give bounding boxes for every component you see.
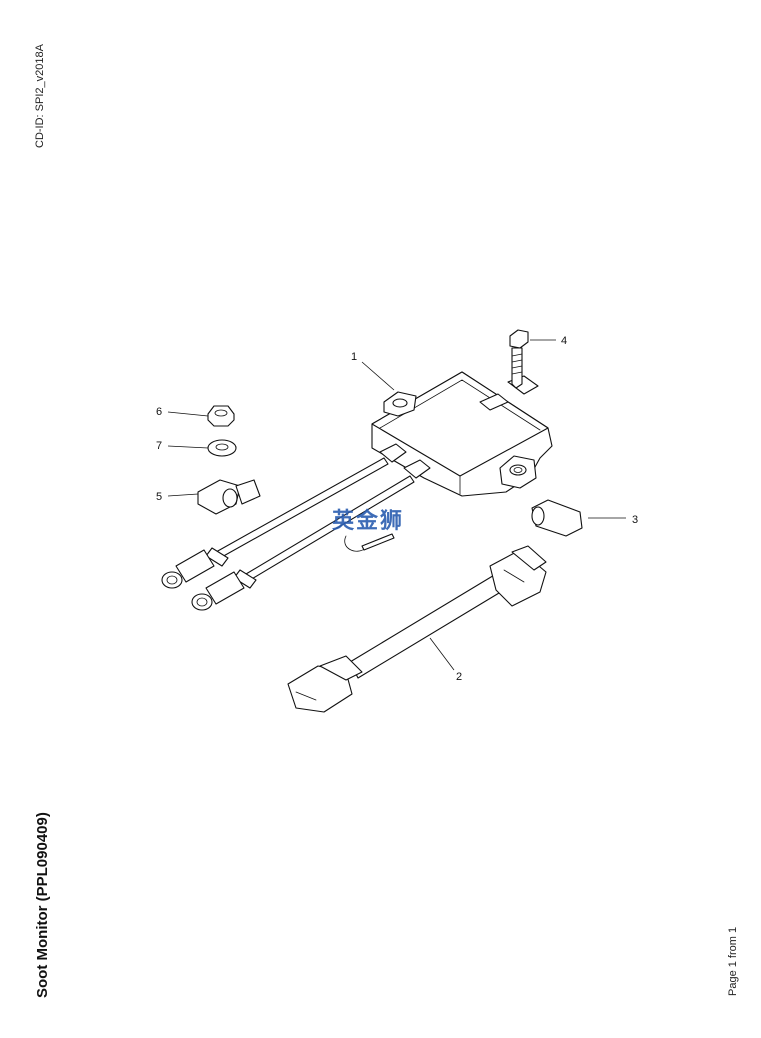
part-6-nut: [207, 405, 235, 427]
callout-4: 4: [561, 335, 567, 347]
sensor-cables: [161, 457, 415, 611]
callout-3: 3: [632, 514, 638, 526]
callout-6: 6: [156, 406, 162, 418]
part-2-harness: [287, 545, 547, 713]
leader-lines: [167, 339, 626, 671]
part-7-washer: [207, 439, 237, 457]
part-3-clip: [531, 499, 583, 537]
callout-1: 1: [351, 351, 357, 363]
callout-7: 7: [156, 440, 162, 452]
part-1-soot-monitor-unit: [371, 371, 553, 497]
callout-5: 5: [156, 491, 162, 503]
callout-2: 2: [456, 671, 462, 683]
cable-tie: [344, 533, 395, 552]
watermark-text: 英金狮: [332, 508, 404, 534]
part-5-bracket-clamp: [197, 479, 261, 515]
part-4-bolt: [509, 329, 529, 389]
